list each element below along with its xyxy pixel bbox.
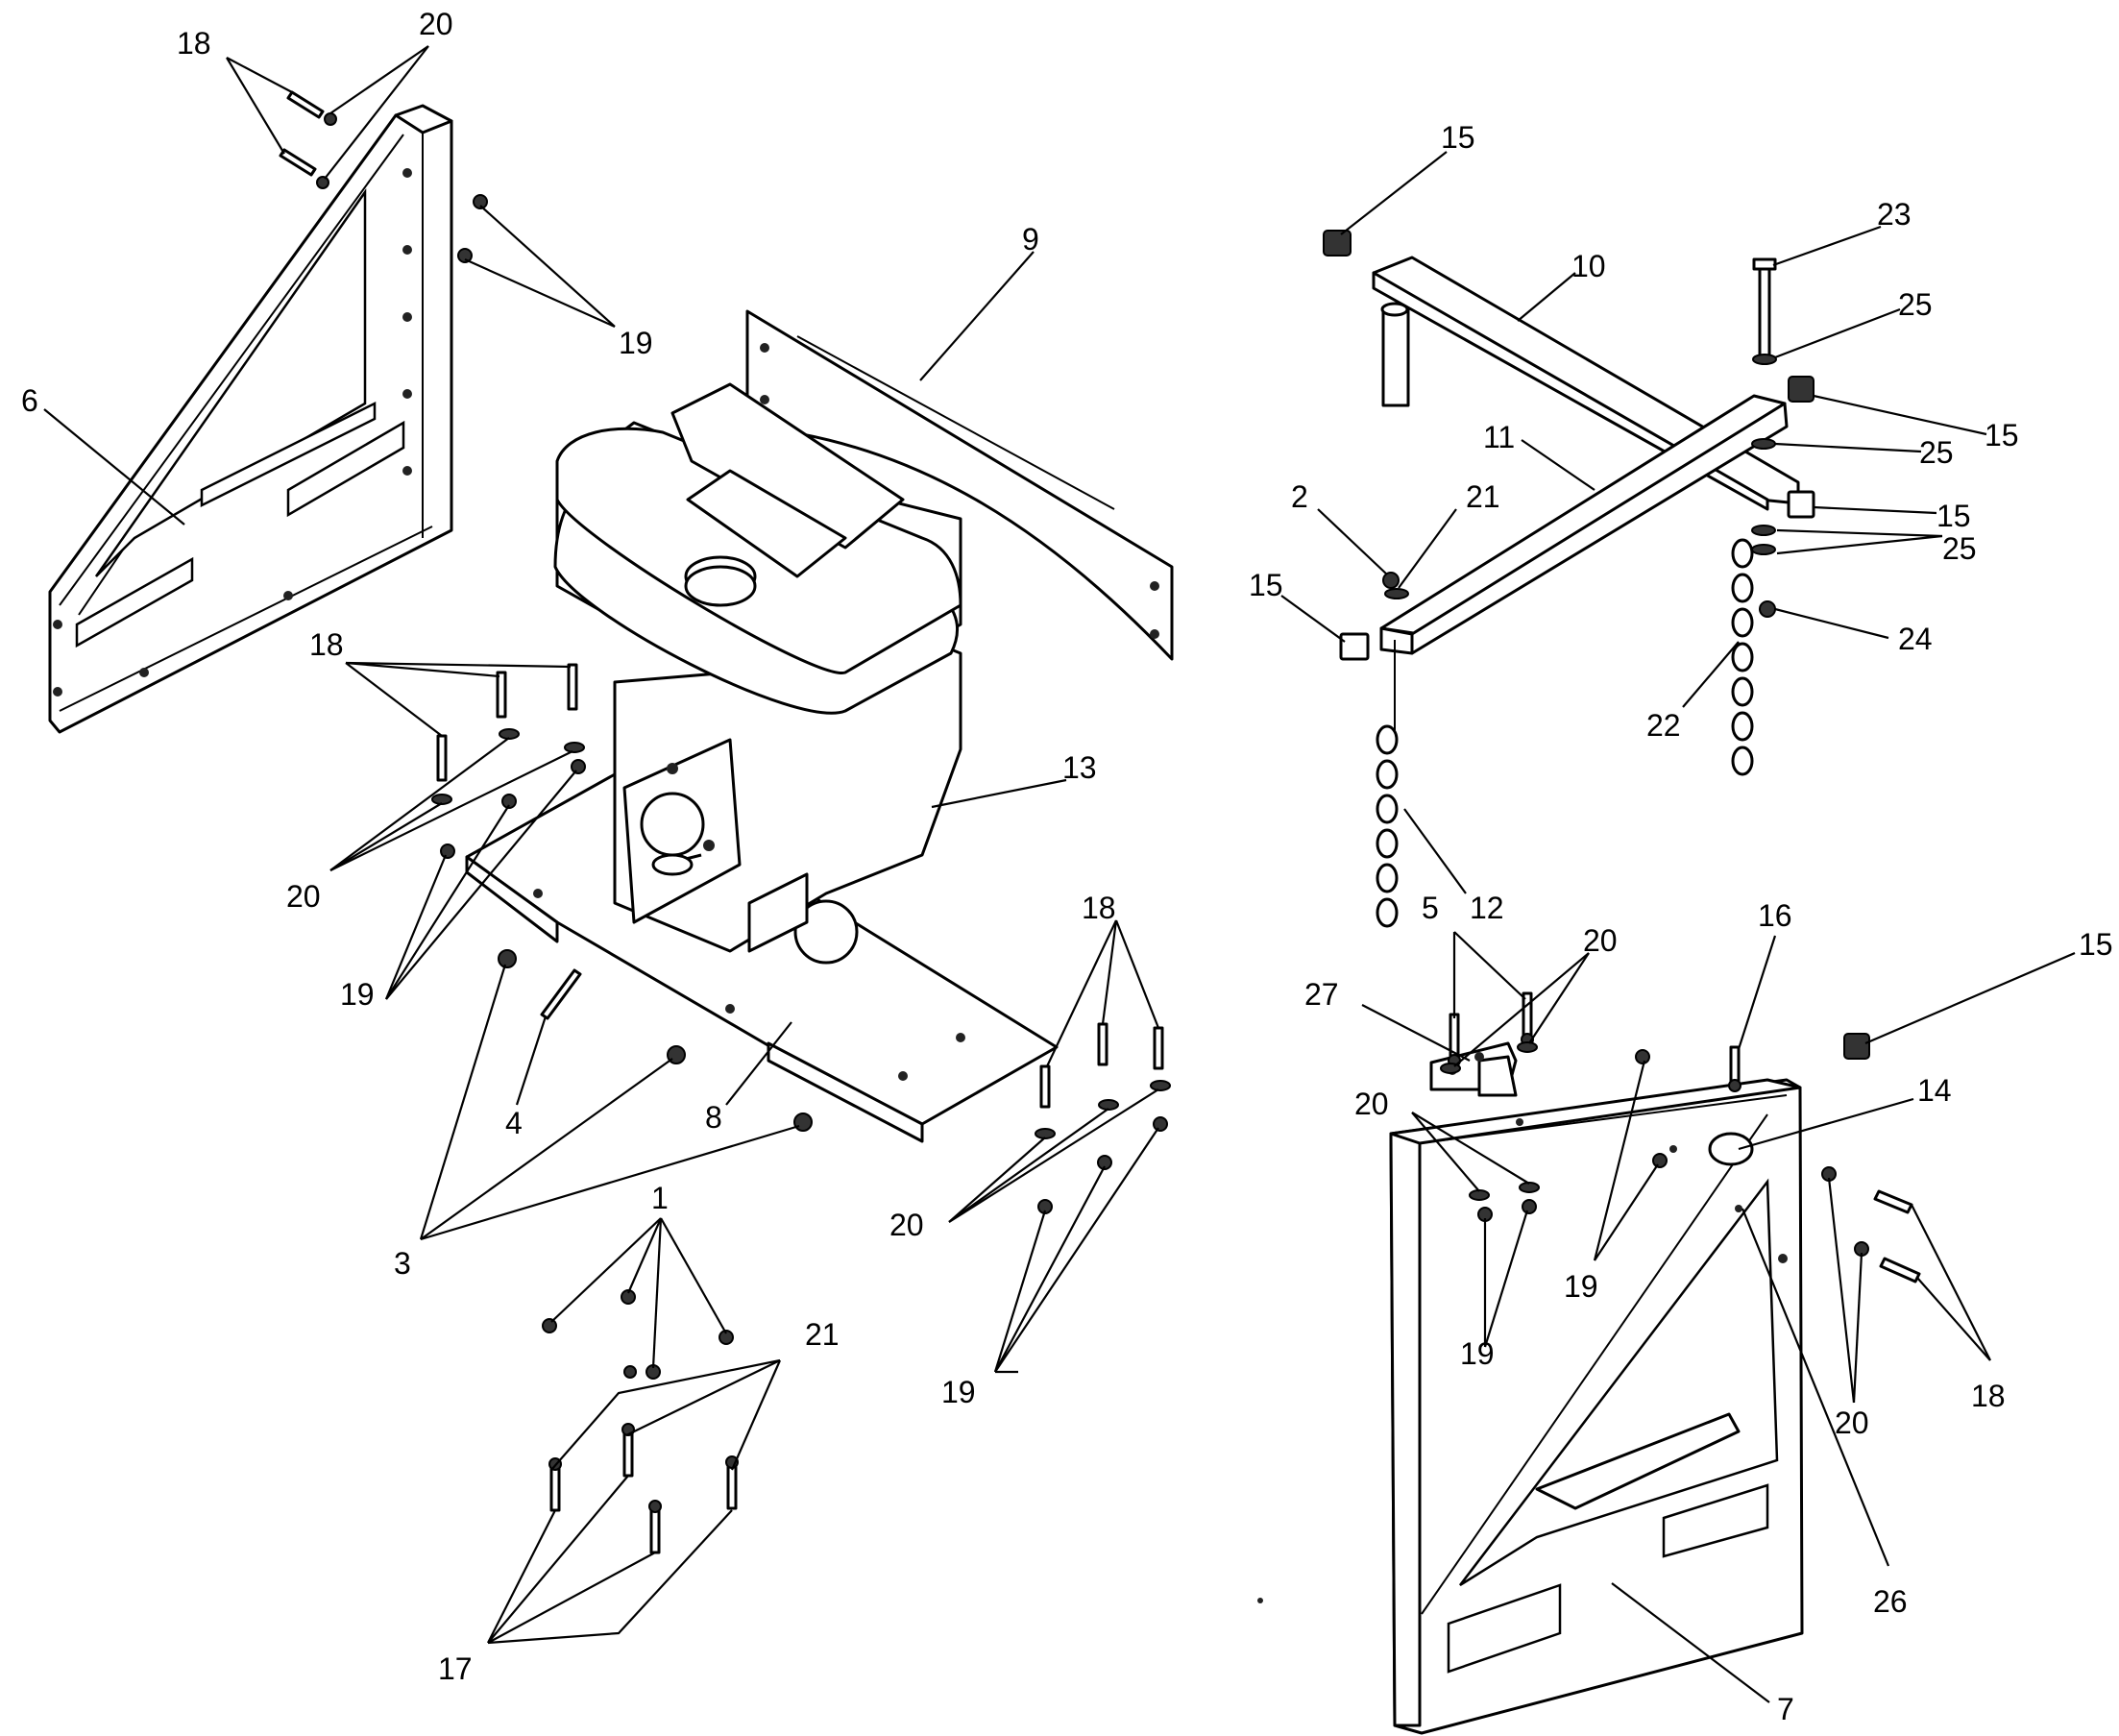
callout-2: 2 [1291, 479, 1308, 514]
stray-dot [1257, 1598, 1263, 1603]
bolt-part-16 [1728, 1045, 1741, 1092]
chain-part-22 [1731, 538, 1754, 776]
callout-6: 6 [21, 383, 38, 418]
callout-17: 17 [438, 1651, 473, 1686]
cross-bar-part-11 [1379, 394, 1789, 655]
right-side-frame-part-7 [1389, 1078, 1804, 1735]
callout-22: 22 [1646, 708, 1681, 743]
bolts-part-5 [1448, 991, 1534, 1067]
callout-20-right-bottom: 20 [1354, 1087, 1389, 1121]
washer-part-21-top [1384, 588, 1409, 599]
callout-19-right-mid: 19 [1564, 1269, 1598, 1304]
pin-part-2 [1382, 572, 1400, 589]
callout-5: 5 [1422, 891, 1439, 925]
callout-14: 14 [1917, 1073, 1952, 1108]
callout-20-far-right: 20 [1835, 1406, 1869, 1440]
callout-21-bottom: 21 [805, 1317, 840, 1352]
callout-25-top: 25 [1898, 287, 1933, 322]
nuts-part-3 [498, 949, 813, 1132]
callout-25-middle: 25 [1919, 435, 1954, 470]
callout-11: 11 [1483, 420, 1515, 454]
callout-18-mid-left: 18 [309, 627, 344, 662]
callout-25-lower: 25 [1942, 531, 1977, 566]
callout-20-mid-right: 20 [889, 1208, 924, 1242]
chain-part-12 [1376, 640, 1399, 928]
callout-20-mid-left: 20 [286, 879, 321, 914]
washers-part-21-bottom [623, 1365, 637, 1379]
callout-21-top: 21 [1466, 479, 1500, 514]
callout-4: 4 [505, 1106, 523, 1140]
callout-16: 16 [1758, 898, 1792, 933]
callout-15-far-right: 15 [2079, 927, 2113, 962]
left-side-frame-part-6 [48, 104, 453, 734]
callout-10: 10 [1571, 249, 1606, 283]
callout-18-mid-right: 18 [1082, 891, 1116, 925]
callout-1: 1 [651, 1181, 669, 1215]
bolt-part-4 [540, 968, 582, 1020]
callout-23: 23 [1877, 197, 1912, 232]
callout-26: 26 [1873, 1584, 1908, 1619]
callout-24: 24 [1898, 622, 1933, 656]
callout-8: 8 [705, 1100, 722, 1135]
callout-27: 27 [1304, 977, 1339, 1012]
leader-lines [43, 45, 2076, 1703]
callout-19-right-bottom: 19 [1460, 1336, 1495, 1371]
nut-part-24 [1759, 600, 1776, 618]
callout-19-mid-left: 19 [340, 977, 375, 1012]
callout-15-top: 15 [1441, 120, 1475, 155]
callout-20-top-left: 20 [419, 7, 453, 41]
cross-bar-part-10 [1372, 256, 1800, 511]
callout-18-far-right: 18 [1971, 1379, 2006, 1413]
callout-labels: 18 20 19 6 9 18 20 19 13 4 3 8 18 20 19 … [21, 7, 2113, 1726]
callout-12: 12 [1470, 891, 1504, 925]
bolt-part-23 [1752, 257, 1777, 363]
nuts-part-1 [542, 1289, 734, 1380]
left-hardware-bolts-part-18 [279, 90, 1921, 1284]
callout-19-bottom-mid: 19 [941, 1375, 976, 1409]
washers-part-20 [316, 112, 1869, 1257]
callout-3: 3 [394, 1246, 411, 1281]
callout-7: 7 [1777, 1692, 1794, 1726]
callout-18-top-left: 18 [177, 26, 211, 61]
callout-13: 13 [1062, 750, 1097, 785]
bracket-part-27 [1429, 1041, 1518, 1097]
callout-20-right-top: 20 [1583, 923, 1618, 958]
end-caps-part-15 [1323, 230, 1870, 1060]
callout-15-right-1: 15 [1985, 418, 2019, 452]
callout-15-left: 15 [1249, 568, 1283, 602]
callout-15-right-2: 15 [1936, 499, 1971, 533]
nuts-part-19 [440, 194, 1668, 1222]
washers-part-25 [1751, 354, 1777, 555]
callout-9: 9 [1022, 222, 1039, 257]
callout-19-top-left: 19 [619, 326, 653, 360]
engine-part-13 [553, 382, 962, 965]
